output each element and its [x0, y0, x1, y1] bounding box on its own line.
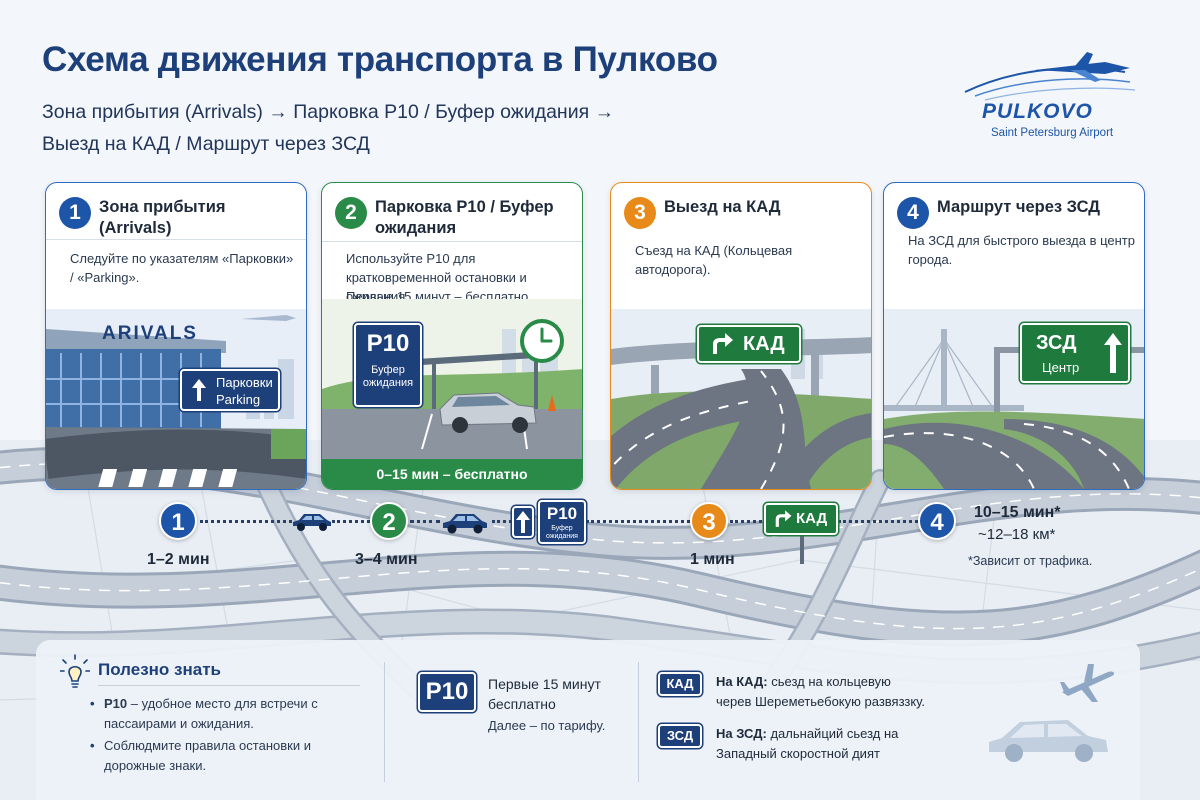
arrivals-terminal-illustration	[46, 309, 306, 489]
timeline-step-1: 1	[159, 502, 197, 540]
arrow-up-icon	[1104, 333, 1122, 373]
kad-direction-sign: КАД	[697, 325, 801, 363]
zsd-sign-main: ЗСД	[1036, 332, 1077, 354]
step-number: 3	[624, 197, 656, 229]
kad-info: На КАД: сьезд на кольцевую черев Шеремет…	[716, 672, 926, 712]
timeline-duration-1: 1–2 мин	[147, 551, 210, 568]
clock-icon	[520, 319, 564, 363]
step-card-zsd-route: 4 Маршрут через ЗСД На ЗСД для быстрого …	[883, 182, 1145, 490]
zsd-info-bold: На ЗСД:	[716, 726, 767, 741]
step-title: Выезд на КАД	[664, 198, 781, 216]
timeline-step-4: 4	[918, 502, 956, 540]
logo-subtitle: Saint Petersburg Airport	[991, 127, 1114, 139]
info-heading: Полезно знать	[98, 660, 221, 679]
heading-underline	[98, 685, 360, 686]
timeline-step-3: 3	[690, 502, 728, 540]
parking-direction-sign: Парковки Parking	[180, 369, 280, 411]
panel-divider	[638, 662, 639, 782]
p10-tariff-note: Далее – по тарифу.	[488, 718, 606, 733]
timeline-arrow-sign	[512, 506, 534, 538]
lightbulb-icon	[60, 654, 90, 688]
sign-line-2: Parking	[216, 392, 261, 407]
plane-swoosh-icon	[964, 52, 1136, 101]
logo-name: PULKOVO	[982, 100, 1093, 123]
kad-tag: КАД	[658, 672, 702, 696]
step-description: На ЗСД для быстрого выезда в центр город…	[908, 233, 1135, 267]
timeline-connector	[838, 520, 918, 523]
subtitle-line-2: Выезд на КАД / Маршрут через ЗСД	[42, 133, 370, 155]
step-title: Зона прибытия (Arrivals)	[99, 198, 226, 237]
traffic-note: *Зависит от трафика.	[968, 554, 1093, 568]
p10-sign-sub: Буфер ожидания	[362, 364, 414, 389]
step-title: Парковка P10 / Буфер ожидания	[375, 198, 554, 237]
card-separator	[322, 241, 582, 242]
zsd-tag: ЗСД	[658, 724, 702, 748]
step-card-kad-exit: 3 Выезд на КАД Съезд на КАД (Кольцевая а…	[610, 182, 872, 490]
terminal-sign-text: ARIVALS	[102, 323, 198, 344]
kad-info-bold: На КАД:	[716, 674, 768, 689]
timeline-p10-sign: P10 Буфер ожидания	[538, 500, 586, 544]
timeline-connector	[730, 520, 762, 523]
car-icon	[443, 514, 487, 534]
zsd-direction-sign: ЗСД Центр	[1020, 323, 1130, 383]
p10-sign-main: P10	[366, 330, 410, 357]
zsd-sign-sub: Центр	[1042, 360, 1080, 375]
pulkovo-logo: PULKOVO Saint Petersburg Airport	[955, 48, 1155, 148]
info-bullet-rules: Соблюдмите правила остановки и дорожные …	[90, 736, 360, 776]
p10-sign: P10 Буфер ожидания	[354, 323, 422, 407]
timeline-connector	[332, 520, 370, 523]
zsd-info-text: дальнайций сьезд на Западный скоростной …	[716, 726, 899, 761]
timeline-kad-text: КАД	[796, 510, 828, 527]
arrow-up-icon	[516, 511, 530, 533]
timeline-kad-sign: КАД	[764, 503, 838, 535]
page-subtitle: Зона прибытия (Arrivals) → Парковка P10 …	[42, 96, 682, 160]
timeline-p10-sub: Буфер ожидания	[546, 525, 578, 540]
useful-info-panel: Полезно знать P10 – удобное место для вс…	[36, 640, 1140, 800]
step-title: Маршрут через ЗСД	[937, 198, 1101, 216]
step-number: 1	[59, 197, 91, 229]
turn-right-arrow-icon	[775, 510, 792, 527]
highway-interchange-illustration	[611, 309, 871, 489]
timeline-duration-2: 3–4 мин	[355, 551, 418, 568]
free-time-strip: 0–15 мин – бесплатно	[322, 459, 582, 489]
step-description: Съезд на КАД (Кольцевая автодорога).	[635, 243, 793, 277]
step-card-parking-p10: 2 Парковка P10 / Буфер ожидания Использу…	[321, 182, 583, 490]
step-card-arrivals: 1 Зона прибытия (Arrivals) Следуйте по у…	[45, 182, 307, 490]
timeline-distance-4: ~12–18 км*	[978, 526, 1056, 543]
timeline-connector	[410, 520, 440, 523]
info-bullet-p10-bold: P10	[104, 696, 128, 711]
subtitle-line-1: Зона прибытия (Arrivals) → Парковка P10 …	[42, 101, 615, 123]
p10-free-title: Первые 15 минут бесплатно	[488, 676, 601, 712]
airplane-icon	[1060, 664, 1115, 702]
step-number: 2	[335, 197, 367, 229]
timeline-duration-4: 10–15 мин*	[974, 504, 1061, 521]
car-icon	[293, 514, 331, 531]
step-number: 4	[897, 197, 929, 229]
timeline-connector	[200, 520, 292, 523]
page-title: Схема движения транспорта в Пулково	[42, 40, 718, 79]
p10-tag: P10	[418, 672, 476, 712]
kad-sign-text: КАД	[743, 333, 785, 355]
step-description: Следуйте по указателям «Парковки» / «Par…	[70, 251, 294, 285]
zsd-bridge-illustration	[884, 309, 1144, 489]
turn-right-arrow-icon	[713, 333, 733, 354]
panel-divider	[384, 662, 385, 782]
kad-info-text: сьезд на кольцевую черев Шереметьебокую …	[716, 674, 925, 709]
timeline-connector	[492, 520, 512, 523]
car-silhouette-icon	[989, 720, 1108, 762]
timeline-p10-main: P10	[546, 504, 578, 523]
timeline-connector	[586, 520, 690, 523]
info-bullet-p10: P10 – удобное место для встречи с пассаи…	[90, 694, 360, 734]
timeline-duration-3: 1 мин	[690, 551, 735, 568]
arrow-up-icon	[192, 379, 206, 401]
zsd-info: На ЗСД: дальнайций сьезд на Западный ско…	[716, 724, 926, 764]
card-separator	[46, 239, 306, 240]
sign-line-1: Парковки	[216, 375, 273, 390]
info-bullet-p10-text: – удобное место для встречи с пассаирами…	[104, 696, 318, 731]
timeline-step-2: 2	[370, 502, 408, 540]
sign-post	[800, 530, 804, 564]
